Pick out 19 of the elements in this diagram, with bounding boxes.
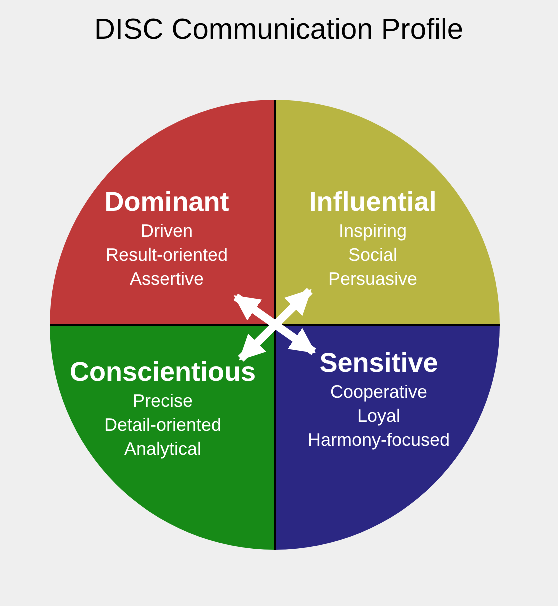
double-headed-arrow (234, 294, 316, 356)
trait-text: Social (348, 244, 398, 267)
trait-text: Cooperative (330, 381, 428, 404)
trait-text: Analytical (124, 438, 202, 461)
trait-text: Inspiring (338, 220, 408, 243)
trait-text: Loyal (357, 405, 401, 428)
trait-text: Assertive (130, 268, 204, 291)
trait-text: Harmony-focused (308, 429, 450, 452)
trait-text: Result-oriented (106, 244, 228, 267)
trait-text: Driven (141, 220, 193, 243)
diagram-title: DISC Communication Profile (93, 14, 465, 47)
trait-text: Persuasive (328, 268, 418, 291)
trait-text: Detail-oriented (104, 414, 222, 437)
quadrant-heading: Influential (309, 186, 437, 218)
double-headed-arrow (238, 288, 313, 362)
quadrant-heading: Sensitive (320, 347, 438, 379)
quadrant-heading: Conscientious (70, 356, 256, 388)
trait-text: Precise (132, 390, 194, 413)
quadrant-heading: Dominant (104, 186, 230, 218)
